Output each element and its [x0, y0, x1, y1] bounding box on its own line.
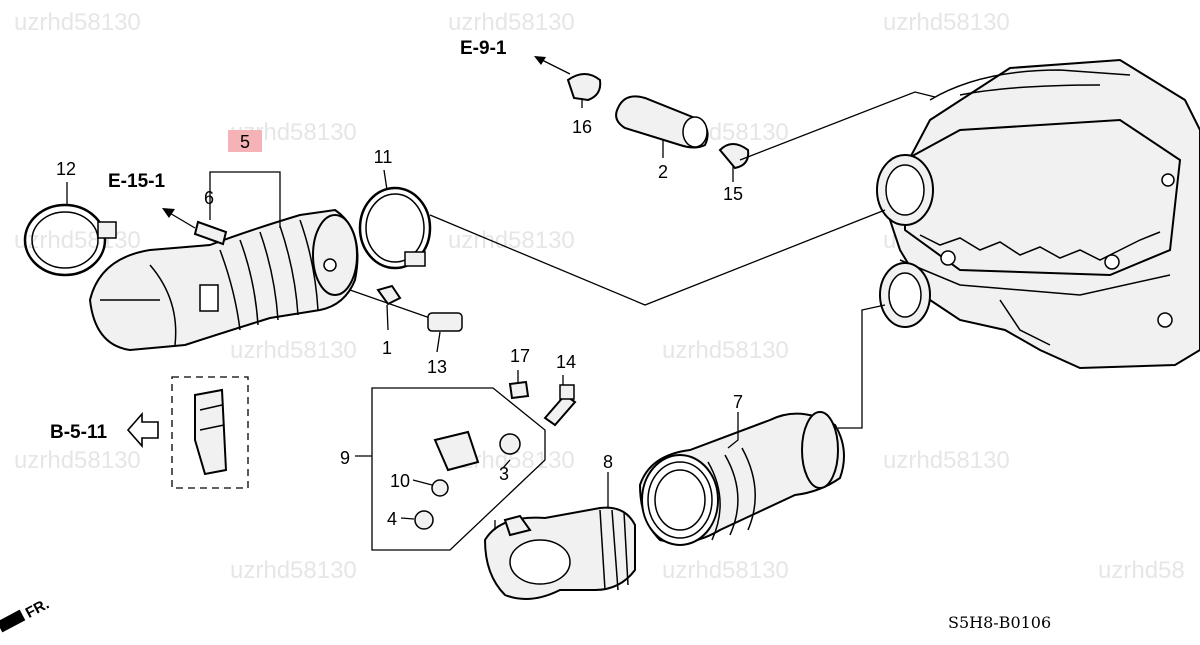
part-label[interactable]: 6 — [204, 188, 214, 208]
intake-duct-5 — [88, 208, 359, 352]
part-label[interactable]: 13 — [427, 357, 447, 377]
part-label[interactable]: 1 — [382, 338, 392, 358]
resonator-8 — [483, 506, 636, 600]
watermark: uzrhd58 — [1098, 557, 1185, 584]
ref-label-e151[interactable]: E-15-1 — [108, 171, 165, 192]
leader-lines — [66, 91, 936, 530]
part-label[interactable]: 11 — [374, 147, 393, 167]
part-label[interactable]: 14 — [556, 352, 576, 372]
part-label[interactable]: 15 — [723, 184, 743, 204]
reference-arrows — [126, 56, 571, 449]
watermark: uzrhd58130 — [448, 9, 575, 36]
watermark: uzrhd58130 — [14, 9, 141, 36]
clip-1 — [376, 284, 402, 306]
watermark: uzrhd58130 — [883, 447, 1010, 474]
part-label[interactable]: 17 — [510, 346, 530, 366]
watermark: uzrhd58130 — [662, 557, 789, 584]
nut-17 — [508, 380, 530, 400]
watermark: uzrhd58130 — [230, 557, 357, 584]
band-clamp-11 — [358, 186, 432, 270]
watermark: uzrhd58130 — [14, 227, 141, 254]
front-marker: FR. — [0, 596, 52, 633]
air-cleaner-housing — [876, 58, 1200, 370]
breather-hose-2 — [615, 95, 709, 149]
part-label[interactable]: 5 — [240, 132, 250, 152]
watermark: uzrhd58130 — [230, 337, 357, 364]
watermark: uzrhd58130 — [883, 9, 1010, 36]
part-label[interactable]: 7 — [733, 392, 743, 412]
part-label[interactable]: 8 — [603, 452, 613, 472]
watermark: uzrhd58130 — [662, 337, 789, 364]
ref-label-e91[interactable]: E-9-1 — [460, 38, 507, 59]
resonator-group-9 — [171, 376, 546, 551]
ref-label-b511[interactable]: B-5-11 — [50, 422, 107, 443]
bolt-6 — [193, 220, 228, 246]
part-highlight — [228, 130, 262, 152]
hose-clamp-15 — [718, 143, 750, 170]
band-clamp-12 — [23, 203, 117, 277]
part-label[interactable]: 4 — [387, 509, 397, 529]
bolt-14 — [543, 384, 577, 427]
front-marker-label: FR. — [23, 596, 52, 622]
part-label[interactable]: 9 — [340, 448, 350, 468]
part-label[interactable]: 16 — [572, 117, 592, 137]
part-label[interactable]: 12 — [56, 159, 76, 179]
diagram-code: S5H8-B0106 — [948, 613, 1051, 632]
air-intake-tube-7 — [638, 411, 845, 546]
part-label[interactable]: 3 — [499, 464, 509, 484]
part-label[interactable]: 10 — [390, 471, 410, 491]
part-number-labels: 1 2 3 4 5 6 7 8 9 10 11 12 13 14 15 16 1… — [56, 117, 743, 529]
hose-clamp-16 — [566, 73, 602, 102]
sensor-13 — [349, 289, 463, 332]
watermark: uzrhd58130 — [14, 447, 141, 474]
part-label[interactable]: 2 — [658, 162, 668, 182]
